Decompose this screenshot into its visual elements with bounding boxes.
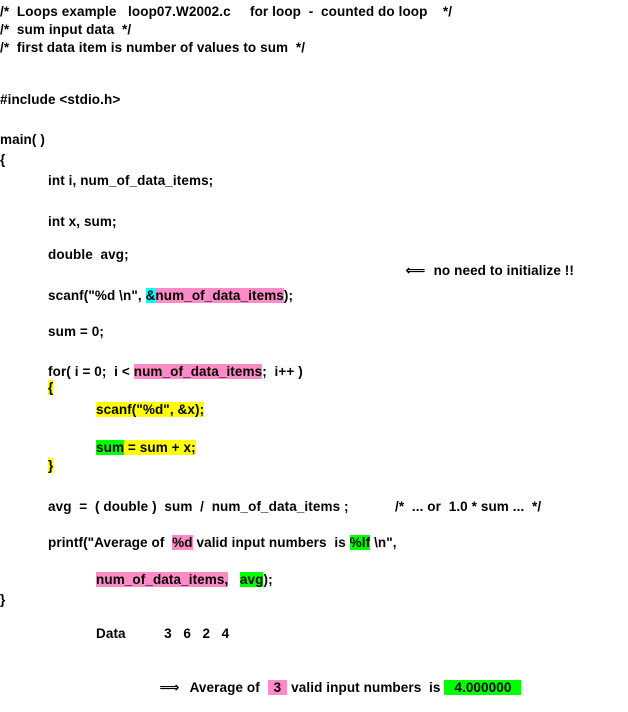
code-segment: valid input numbers is [192,535,350,550]
code-line-scanf-count: scanf("%d \n", &num_of_data_items); [48,288,293,304]
code-segment: printf("Average of [48,535,173,550]
code-segment: } [0,592,6,607]
code-segment: for( i = 0; i < [48,364,134,379]
code-line-for-close-brace: } [48,458,54,474]
code-line-main-close-brace: } [0,592,5,608]
code-segment: #include <stdio.h> [0,92,121,107]
code-line-comment-first-item: /* first data item is number of values t… [0,40,305,56]
code-segment: main( ) [0,132,45,147]
code-line-for-loop-header: for( i = 0; i < num_of_data_items; i++ ) [48,364,303,380]
code-line-sample-data: Data 3 6 2 4 [96,626,229,642]
code-segment: ); [283,288,294,303]
highlight-yellow-segment: = sum + x; [124,440,196,455]
code-line-decl-int-i: int i, num_of_data_items; [48,173,213,189]
sample-output-average-value: 4.000000 [444,680,522,695]
highlight-yellow-segment: } [48,458,54,473]
highlight-pink-segment: num_of_data_items, [96,572,229,587]
code-line-comment-sum-input: /* sum input data */ [0,22,131,38]
code-segment: { [0,152,6,167]
code-segment: \n", [370,535,397,550]
code-segment: Data 3 6 2 4 [96,626,230,641]
sample-output-middle: valid input numbers is [291,680,441,695]
code-line-sum-init: sum = 0; [48,324,104,340]
code-segment: double avg; [48,247,129,262]
code-segment: sum = 0; [48,324,104,339]
code-line-decl-double-avg: double avg; [48,247,129,263]
left-double-arrow-icon: ⟸ [405,263,426,279]
code-line-sum-accumulate: sum = sum + x; [96,440,196,456]
code-listing-page: /* Loops example loop07.W2002.c for loop… [0,4,574,696]
code-segment: scanf("%d \n", [48,288,146,303]
annotation-no-need-initialize-text: no need to initialize !! [433,263,574,278]
code-segment: /* first data item is number of values t… [0,40,306,55]
highlight-yellow-segment: { [48,380,54,395]
annotation-no-need-initialize: ⟸ no need to initialize !! [390,247,574,295]
code-line-main-open-brace: { [0,152,5,168]
code-line-decl-int-x-sum: int x, sum; [48,214,117,230]
code-segment: int x, sum; [48,214,117,229]
highlight-cyan-segment: & [145,288,156,303]
code-segment: ); [263,572,273,587]
highlight-green-segment: %lf [349,535,371,550]
code-line-for-open-brace: { [48,380,54,396]
code-line-scanf-value: scanf("%d", &x); [96,402,205,418]
code-segment: /* sum input data */ [0,22,132,37]
code-line-avg-compute: avg = ( double ) sum / num_of_data_items… [48,499,349,515]
annotation-alt-expression-comment: /* ... or 1.0 * sum ... */ [395,499,542,514]
code-segment [228,572,240,587]
highlight-pink-segment: num_of_data_items [133,364,263,379]
code-line-main-decl: main( ) [0,132,45,148]
highlight-pink-segment: %d [172,535,193,550]
code-segment: int i, num_of_data_items; [48,173,214,188]
code-line-printf-args: num_of_data_items, avg); [96,572,273,588]
code-line-comment-header: /* Loops example loop07.W2002.c for loop… [0,4,452,20]
highlight-green-segment: avg [239,572,264,587]
sample-output-count-value: 3 [267,680,288,695]
code-segment: ; i++ ) [262,364,303,379]
highlight-yellow-segment: scanf("%d", &x); [96,402,205,417]
highlight-pink-segment: num_of_data_items [155,288,284,303]
highlight-green-segment: sum [96,440,125,455]
code-line-include-stdio: #include <stdio.h> [0,92,120,108]
code-segment: /* Loops example loop07.W2002.c for loop… [0,4,453,19]
code-segment: avg = ( double ) sum / num_of_data_items… [48,499,349,514]
sample-output-prefix: Average of [189,680,260,695]
code-line-printf-format: printf("Average of %d valid input number… [48,535,397,551]
right-double-arrow-icon: ⟹ [159,680,180,696]
